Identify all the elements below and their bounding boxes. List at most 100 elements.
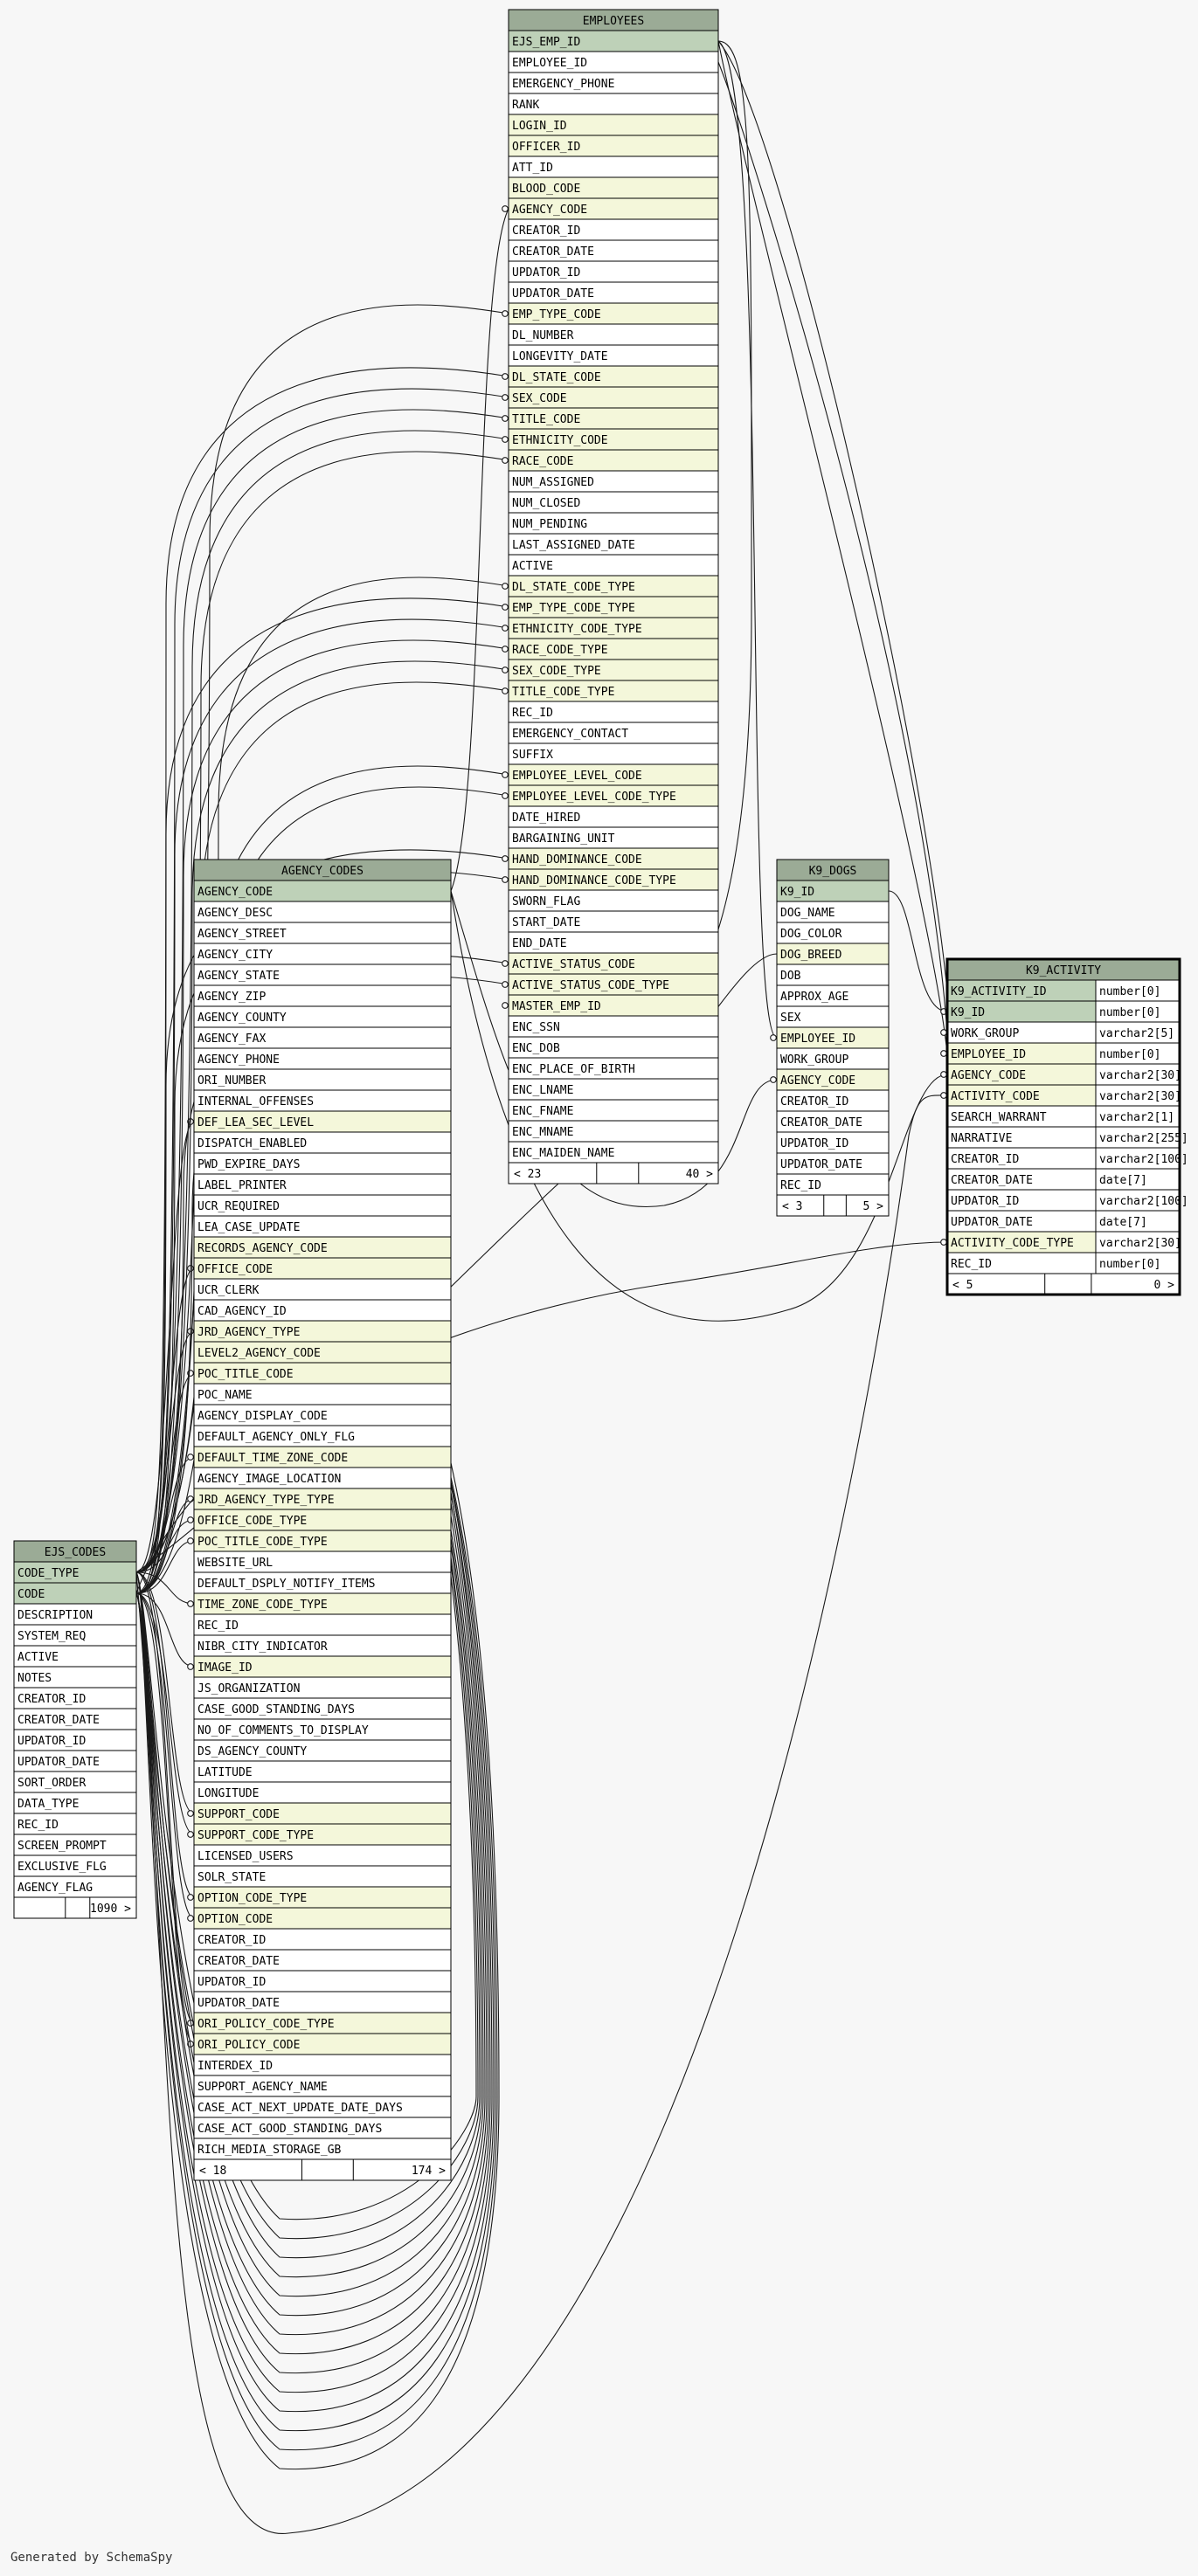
column-row <box>508 638 719 660</box>
relationship-end-marker <box>502 604 509 611</box>
column-name: AGENCY_COUNTY <box>197 1012 287 1025</box>
relationship-end-marker <box>187 1600 194 1607</box>
relationship-end-marker <box>770 1034 777 1041</box>
column-name: ORI_POLICY_CODE <box>197 2039 300 2052</box>
table-footer <box>193 2158 452 2181</box>
child-count: 0 > <box>1154 1279 1175 1292</box>
relationship-end-marker <box>187 1495 194 1502</box>
column-name: AGENCY_DESC <box>197 907 273 920</box>
column-name: LEA_CASE_UPDATE <box>197 1221 300 1234</box>
column-type-cell <box>1095 1105 1181 1128</box>
relationship-end-marker <box>187 1831 194 1838</box>
column-name: SOLR_STATE <box>197 1871 266 1884</box>
column-name: CODE_TYPE <box>17 1567 79 1580</box>
relationship-end-marker <box>502 646 509 653</box>
column-name: LOGIN_ID <box>512 120 567 133</box>
column-name: NO_OF_COMMENTS_TO_DISPLAY <box>197 1724 369 1737</box>
relationship-line <box>717 40 778 1039</box>
column-row <box>508 470 719 493</box>
relationship-line <box>135 1592 195 1835</box>
column-name: ACTIVE_STATUS_CODE_TYPE <box>512 979 669 992</box>
column-name: SUPPORT_CODE <box>197 1808 280 1821</box>
relationship-line <box>135 1095 948 2534</box>
parent-count: < 23 <box>514 1168 541 1181</box>
column-row <box>193 943 452 965</box>
column-row <box>508 722 719 744</box>
column-name: JRD_AGENCY_TYPE <box>197 1326 300 1339</box>
column-row <box>13 1813 137 1835</box>
column-row <box>193 1236 452 1259</box>
column-name: ORI_POLICY_CODE_TYPE <box>197 2018 335 2031</box>
column-row <box>193 1823 452 1846</box>
column-row <box>13 1792 137 1814</box>
column-name: EJS_EMP_ID <box>512 36 580 49</box>
column-name: WEBSITE_URL <box>197 1557 273 1570</box>
column-name: ENC_MAIDEN_NAME <box>512 1147 614 1160</box>
column-name: REC_ID <box>780 1179 821 1192</box>
column-name: SUFFIX <box>512 749 553 762</box>
relationship-line <box>135 1540 195 1594</box>
column-name: DL_STATE_CODE_TYPE <box>512 581 635 594</box>
column-row <box>193 1886 452 1909</box>
column-row <box>508 512 719 535</box>
column-name: DESCRIPTION <box>17 1609 93 1622</box>
column-row <box>193 1844 452 1867</box>
column-row <box>776 1173 890 1196</box>
column-row <box>946 1210 1097 1233</box>
column-name: ACTIVITY_CODE <box>951 1090 1040 1103</box>
column-name: ACTIVITY_CODE_TYPE <box>951 1237 1074 1250</box>
column-name: CREATOR_DATE <box>512 245 594 259</box>
column-name: CREATOR_ID <box>17 1693 86 1706</box>
column-name: AGENCY_FLAG <box>17 1882 93 1895</box>
relationship-end-marker <box>502 436 509 443</box>
table-footer <box>946 1273 1181 1295</box>
column-type: varchar2[1] <box>1099 1111 1174 1124</box>
column-name: SYSTEM_REQ <box>17 1630 86 1643</box>
relationship-end-marker <box>940 1239 947 1246</box>
column-name: OPTION_CODE <box>197 1913 273 1926</box>
column-name: NOTES <box>17 1672 52 1685</box>
column-row <box>193 1215 452 1238</box>
table-title: EMPLOYEES <box>583 15 644 28</box>
column-name: TITLE_CODE <box>512 413 580 426</box>
column-row <box>776 1110 890 1133</box>
column-name: AGENCY_IMAGE_LOCATION <box>197 1473 341 1486</box>
column-name: DISPATCH_ENABLED <box>197 1137 307 1150</box>
column-row <box>508 1099 719 1122</box>
column-name: HAND_DOMINANCE_CODE <box>512 853 642 867</box>
column-name: ENC_DOB <box>512 1042 560 1055</box>
table-title: K9_DOGS <box>809 865 857 878</box>
column-row <box>508 763 719 786</box>
column-name: ORI_NUMBER <box>197 1074 266 1088</box>
column-row <box>193 1634 452 1657</box>
column-row <box>508 889 719 912</box>
table-outline <box>13 1540 137 1919</box>
relationship-end-marker <box>502 687 509 694</box>
column-type: varchar2[30] <box>1099 1069 1181 1082</box>
column-name: NARRATIVE <box>951 1132 1012 1145</box>
relationship-end-marker <box>502 310 509 317</box>
column-row <box>13 1561 137 1584</box>
column-name: ENC_FNAME <box>512 1105 573 1118</box>
tables-layer: EMPLOYEESEJS_EMP_IDEMPLOYEE_IDEMERGENCY_… <box>13 9 1188 2181</box>
column-row <box>193 1949 452 1972</box>
column-name: DL_NUMBER <box>512 329 574 342</box>
column-name: DATA_TYPE <box>17 1798 79 1811</box>
column-name: RICH_MEDIA_STORAGE_GB <box>197 2144 342 2157</box>
table-title: K9_ACTIVITY <box>1026 964 1101 977</box>
column-name: START_DATE <box>512 916 580 929</box>
column-row <box>946 1168 1097 1191</box>
column-name: CASE_GOOD_STANDING_DAYS <box>197 1703 355 1716</box>
column-name: SUPPORT_CODE_TYPE <box>197 1829 314 1842</box>
column-row <box>193 2137 452 2160</box>
relationship-line <box>717 61 948 1033</box>
column-row <box>508 1120 719 1143</box>
column-row <box>508 491 719 514</box>
column-type: varchar2[5] <box>1099 1027 1174 1040</box>
relationship-line <box>888 890 948 1012</box>
column-row <box>946 1252 1097 1274</box>
column-row <box>193 1613 452 1636</box>
table-outline <box>776 859 890 1217</box>
column-name: IMAGE_ID <box>197 1661 253 1675</box>
column-row <box>193 1005 452 1028</box>
